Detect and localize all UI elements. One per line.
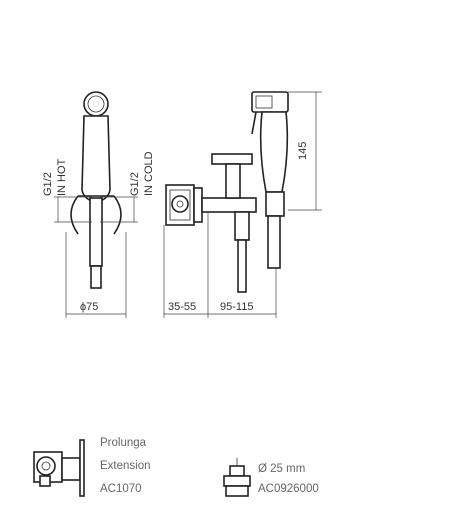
extension-accessory: Prolunga Extension AC1070 — [33, 437, 151, 497]
hose-connector — [267, 215, 281, 269]
shower-head — [251, 91, 289, 113]
cartridge-upper — [223, 475, 251, 487]
outlet-spout — [234, 211, 250, 241]
spout — [90, 265, 102, 289]
depth-label: 35-55 — [168, 301, 196, 313]
shower-handle — [259, 111, 289, 193]
wall-box-core — [176, 200, 184, 208]
cartridge-cap — [229, 465, 245, 477]
height-label: 145 — [297, 142, 309, 160]
cartridge-code: AC0926000 — [258, 483, 319, 495]
cartridge-size: Ø 25 mm — [258, 463, 305, 475]
length-label: 95-115 — [220, 301, 253, 313]
diameter-label: ϕ75 — [80, 301, 98, 313]
extension-code: AC1070 — [100, 483, 142, 495]
extension-valve — [36, 456, 56, 476]
wall-box-valve — [171, 195, 189, 213]
extension-tab — [39, 475, 51, 487]
trigger — [251, 111, 257, 135]
handle-top — [83, 91, 109, 117]
shower-holder — [265, 191, 285, 217]
cartridge-lower — [225, 485, 249, 497]
outlet-tube — [237, 239, 247, 293]
extension-core — [41, 461, 51, 471]
wall-plate — [193, 187, 203, 223]
extension-title-it: Prolunga — [100, 437, 147, 449]
lever-stem — [225, 163, 241, 199]
extension-title-en: Extension — [100, 460, 151, 472]
cartridge-accessory: Ø 25 mm AC0926000 — [223, 458, 319, 497]
lever — [211, 153, 253, 165]
extension-sleeve — [61, 457, 81, 481]
rosette-right — [113, 195, 122, 235]
cold-inlet-label: G1/2 IN COLD — [129, 151, 155, 196]
rosette-left — [70, 195, 79, 235]
extension-plate — [79, 439, 85, 497]
wall-box-inner — [169, 189, 191, 221]
valve-stem — [89, 197, 103, 267]
handle-top-inner — [87, 95, 105, 113]
front-view: G1/2 IN HOT G1/2 IN COLD ϕ75 — [42, 91, 155, 318]
side-view: 145 35-55 95-115 — [163, 91, 322, 318]
handle-body — [81, 115, 111, 203]
shower-nozzle — [255, 95, 273, 109]
hot-inlet-label: G1/2 IN HOT — [42, 158, 68, 196]
mixer-arm — [201, 197, 257, 213]
